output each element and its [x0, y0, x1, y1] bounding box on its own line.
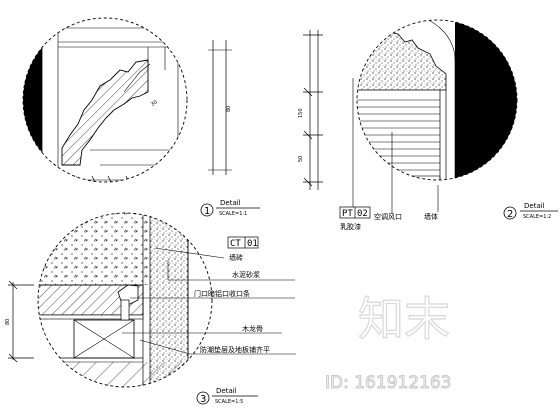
detail-2-number: 2 [507, 209, 513, 220]
detail-3-title: 3 Detail SCALE=1:5 [196, 387, 258, 405]
detail-3-boundary [37, 212, 213, 388]
detail-1-drawing: 30 15 12 80 [22, 17, 232, 190]
detail-1-number: 1 [204, 206, 210, 217]
detail-2-title: 2 Detail SCALE=1:2 [503, 202, 558, 220]
detail-1-title-text: Detail [220, 199, 241, 207]
detail-2-tag-material: 乳胶漆 [340, 222, 361, 231]
detail-3-mortar-label: 水泥砂浆 [232, 270, 260, 279]
detail-2-material-tag: PT 02 乳胶漆 [339, 206, 371, 231]
detail-1-boundary [22, 17, 188, 183]
detail-3-wall-tile [149, 214, 189, 387]
detail-2-wall-label: 墙体 [424, 212, 438, 221]
svg-text:50: 50 [298, 156, 304, 162]
svg-text:15: 15 [98, 184, 104, 190]
detail-2-cornice-profile [357, 29, 447, 91]
detail-3-tag-code: CT [230, 239, 241, 249]
detail-1-title: 1 Detail SCALE=1:1 [200, 199, 260, 217]
detail-2-scale: SCALE=1:2 [523, 214, 551, 220]
watermark-brand: 知末 [358, 292, 450, 346]
detail-3-number-circle [196, 391, 210, 405]
detail-3-tag-number: 01 [247, 239, 258, 249]
detail-1-cornice-profile [61, 59, 149, 166]
detail-2-boundary [356, 19, 518, 181]
watermark: 知末 ID: 161912163 [325, 291, 453, 393]
detail-2-drawing: 150 50 [298, 19, 518, 214]
detail-2-title-text: Detail [524, 202, 545, 210]
detail-3-drawing: 80 [5, 212, 296, 388]
svg-text:30: 30 [150, 99, 159, 107]
detail-3-material-tag: CT 01 墙砖 [227, 236, 259, 262]
detail-1-scale: SCALE=1:1 [219, 211, 247, 217]
svg-text:12: 12 [134, 184, 140, 190]
detail-3-threshold-label: 门口暗铝口收口条 [194, 289, 250, 298]
watermark-id: ID: 161912163 [325, 373, 452, 393]
detail-3-scale: SCALE=1:5 [215, 399, 243, 405]
detail-2-dimension [303, 30, 323, 190]
detail-3-leaders [122, 247, 296, 355]
svg-text:80: 80 [5, 319, 11, 325]
detail-3-title-text: Detail [216, 387, 237, 395]
detail-3-tag-material: 墙砖 [229, 253, 243, 262]
detail-1-number-circle [200, 203, 214, 217]
svg-text:150: 150 [298, 108, 304, 118]
detail-3-concrete-top [38, 213, 150, 285]
detail-2-vent-label: 空调风口 [374, 212, 402, 221]
detail-3-keel-label: 木龙骨 [242, 324, 263, 333]
detail-2-number-circle [503, 206, 517, 220]
detail-2-tag-number: 02 [357, 209, 368, 219]
detail-2-wall-solid [455, 20, 517, 180]
detail-3-dimension [8, 280, 34, 363]
svg-text:80: 80 [226, 106, 232, 112]
detail-2-tag-code: PT [342, 209, 353, 219]
detail-3-number: 3 [200, 394, 206, 405]
detail-3-note-label: 防潮垫层及地板铺齐平 [200, 345, 270, 354]
